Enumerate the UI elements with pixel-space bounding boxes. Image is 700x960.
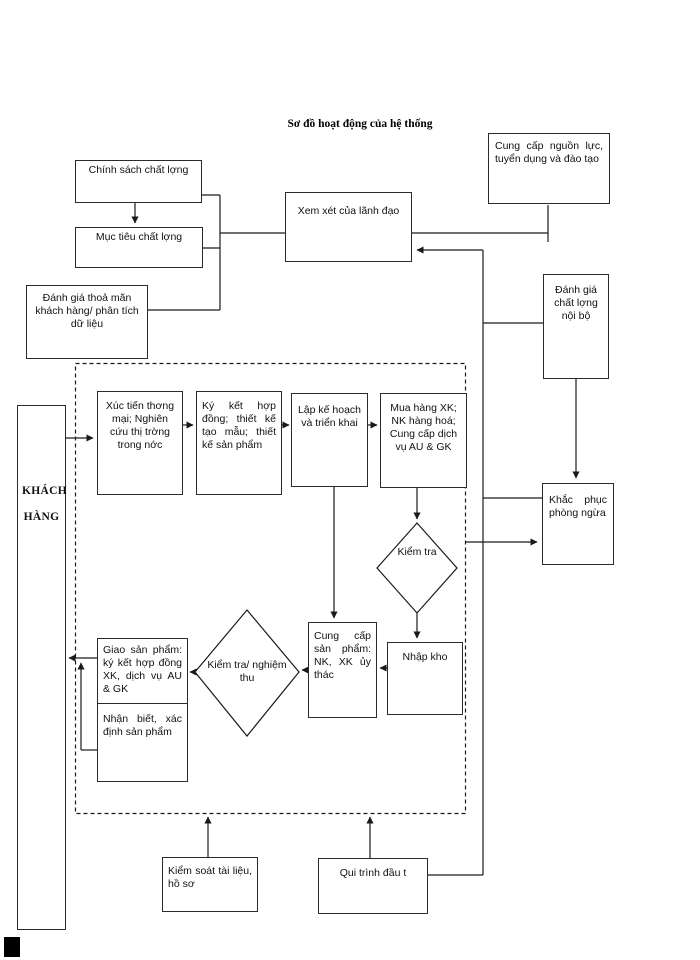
node-document-record-control: Kiểm soát tài liệu, hồ sơ <box>162 857 258 912</box>
node-customer: KHÁCH HÀNG <box>17 405 67 930</box>
node-internal-quality-audit: Đánh giá chất lợng nội bộ <box>543 274 609 379</box>
decision-kiem-tra-label: Kiểm tra <box>397 546 437 558</box>
node-planning-implementation: Lập kế hoạch và triển khai <box>291 393 368 487</box>
decision-kiem-tra-shape <box>376 522 458 614</box>
node-customer-satisfaction-analysis: Đánh giá thoả mãn khách hàng/ phân tích … <box>26 285 148 359</box>
decision-kiem-tra-nghiem-thu-label: Kiểm tra/ nghiệm thu <box>207 659 287 685</box>
node-quality-objectives: Mục tiêu chất lợng <box>75 227 203 268</box>
node-quality-policy: Chính sách chất lợng <box>75 160 202 203</box>
node-purchasing-services: Mua hàng XK; NK hàng hoá; Cung cấp dịch … <box>380 393 467 488</box>
node-product-supply: Cung cấp sản phẩm: NK, XK ủy thác <box>308 622 377 718</box>
node-corrective-preventive: Khắc phục phòng ngừa <box>542 483 614 565</box>
diagram-title: Sơ đồ hoạt động của hệ thống <box>287 118 433 130</box>
decision-kiem-tra-nghiem-thu-shape <box>194 609 300 737</box>
node-product-delivery: Giao sản phẩm: ký kết hợp đồng XK, dịch … <box>97 638 188 704</box>
node-investment-process: Qui trình đầu t <box>318 858 428 914</box>
node-label: Chính sách chất lợng <box>88 164 189 176</box>
node-contract-design: Ký kết hợp đồng; thiết kế tạo mẫu; thiết… <box>196 391 282 495</box>
node-warehouse-entry: Nhập kho <box>387 642 463 715</box>
scan-artifact-black-square <box>4 937 20 957</box>
node-product-identification: Nhận biết, xác định sản phẩm <box>97 703 188 782</box>
node-trade-promotion-market-research: Xúc tiến thơng mại; Nghiên cứu thị trờng… <box>97 391 183 495</box>
node-label: Mục tiêu chất lợng <box>95 231 183 243</box>
node-resources-recruitment-training: Cung cấp nguồn lực, tuyển dụng và đào tạ… <box>488 133 610 204</box>
node-management-review: Xem xét của lãnh đạo <box>285 192 412 262</box>
